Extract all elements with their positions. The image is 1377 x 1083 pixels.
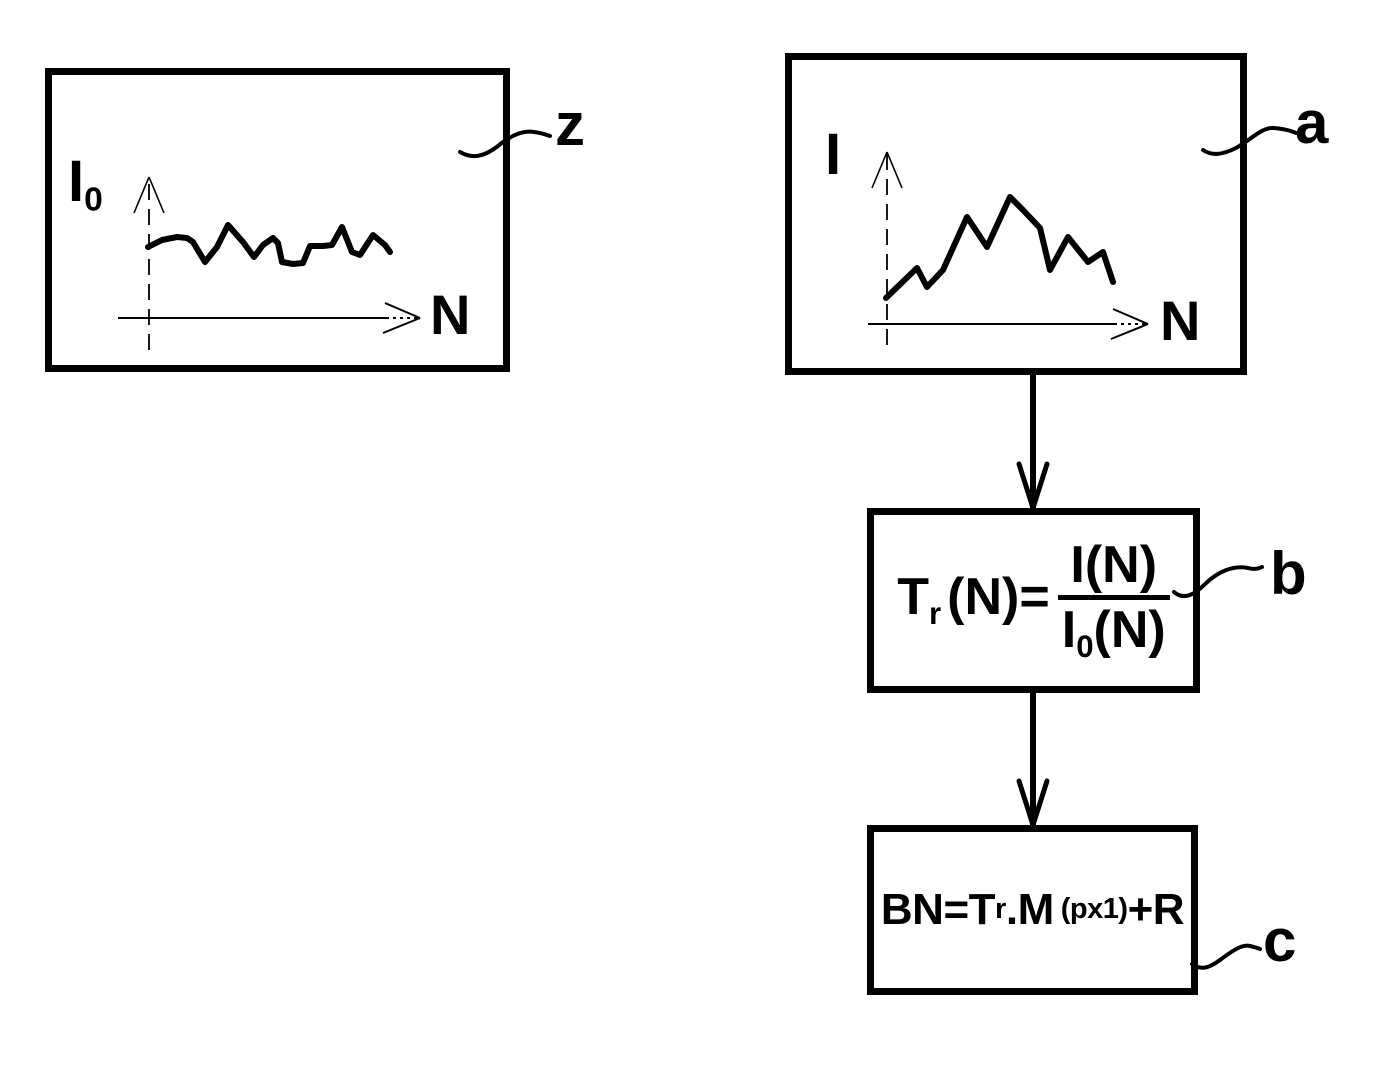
plot-z-axes-svg [118, 176, 421, 350]
leader-line-b [1172, 565, 1264, 599]
plot-a-axes-svg [868, 151, 1149, 345]
leader-line-z [458, 129, 552, 159]
leader-squiggle-c [1190, 943, 1262, 970]
formula-b-lhs-sub: r [929, 596, 942, 632]
flow-arrow-b-to-c [1016, 692, 1050, 828]
leader-line-c [1190, 943, 1262, 970]
ref-label-b: b [1270, 540, 1307, 607]
formula-c-seg1: BN=T [880, 885, 996, 934]
x-axis-arrowhead-a [1110, 308, 1149, 340]
formula-b: Tr(N)= I(N) I0(N) [874, 515, 1193, 686]
plot-box-z: I0 N [45, 68, 510, 372]
formula-c-sub1: r [995, 893, 1006, 926]
formula-b-fraction-bar [1057, 594, 1170, 600]
y-axis-arrowhead-a [871, 151, 903, 189]
ref-label-c: c [1263, 907, 1297, 974]
formula-b-den-base: I [1061, 600, 1077, 659]
y-axis-label-a: I [825, 122, 842, 187]
formula-b-lhs-base: T [897, 568, 930, 627]
ref-label-a: a [1295, 89, 1329, 156]
formula-b-den-sub: 0 [1076, 628, 1094, 664]
formula-c-sub2: (px1) [1060, 893, 1128, 926]
flow-arrowhead-2 [1016, 778, 1050, 828]
x-axis-label-z: N [430, 283, 471, 346]
formula-b-numerator: I(N) [1070, 535, 1158, 594]
formula-b-fraction: I(N) I0(N) [1057, 535, 1170, 662]
formula-b-lhs-rest: (N)= [947, 568, 1050, 627]
leader-line-a [1201, 125, 1298, 156]
formula-box-b: Tr(N)= I(N) I0(N) [867, 508, 1200, 693]
signal-curve-a [883, 194, 1116, 301]
y-axis-label-z-base: I [68, 149, 85, 214]
x-axis-label-a: N [1160, 289, 1201, 352]
signal-curve-z [145, 222, 393, 267]
formula-b-lhs: Tr(N)= [897, 571, 1049, 629]
formula-c-seg3: +R [1127, 885, 1185, 934]
y-axis-label-z-sub: 0 [84, 181, 103, 219]
y-axis-arrowhead-z [133, 176, 165, 214]
leader-squiggle-z [458, 129, 552, 159]
y-axis-label-z: I0 [68, 153, 103, 217]
leader-squiggle-a [1201, 125, 1298, 156]
flow-arrow-a-to-b [1016, 374, 1050, 511]
formula-b-denominator: I0(N) [1058, 604, 1170, 662]
leader-squiggle-b [1172, 565, 1264, 599]
x-axis-arrowhead-z [382, 302, 421, 334]
formula-c-seg2: .M [1005, 885, 1054, 934]
formula-b-den-rest: (N) [1093, 600, 1166, 659]
flow-arrowhead-1 [1016, 461, 1050, 511]
ref-label-z: z [555, 91, 585, 158]
plot-box-a: I N [785, 53, 1247, 375]
